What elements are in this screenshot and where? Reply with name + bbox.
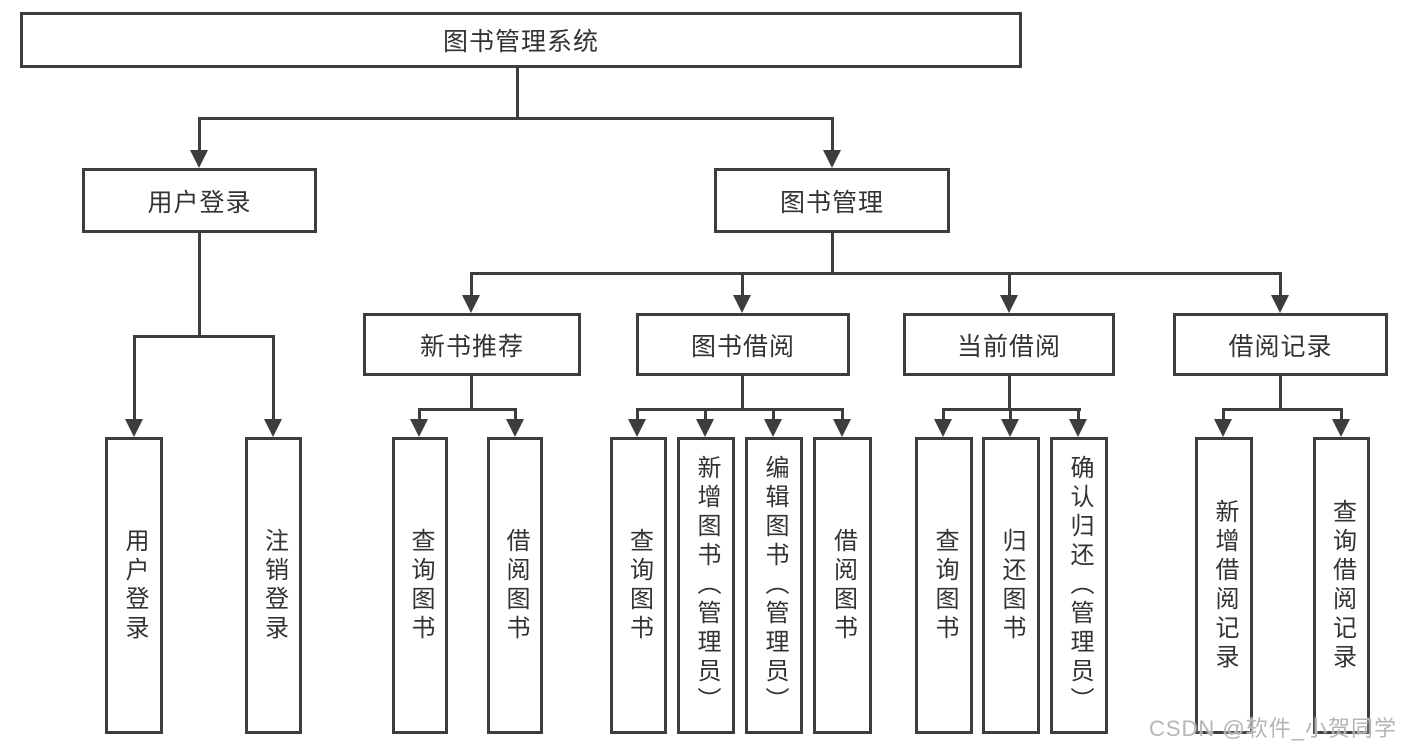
connector-borrow-query-drop: [636, 408, 639, 421]
connector-bookborrow-bar: [636, 408, 844, 411]
arrowhead-userlogin-icon: [190, 150, 208, 168]
leaf-rec-query-books: 查询图书: [392, 437, 448, 734]
arrowhead-borrowrecords-icon: [1271, 295, 1289, 313]
arrowhead-record-query-icon: [1332, 419, 1350, 437]
leaf-logout: 注销登录: [245, 437, 302, 734]
leaf-cur-confirm-return-admin: 确认归还（管理员）: [1050, 437, 1108, 734]
leaf-borrow-borrow-books: 借阅图书: [813, 437, 872, 734]
node-book-management: 图书管理: [714, 168, 950, 233]
node-user-login: 用户登录: [82, 168, 317, 233]
arrowhead-newbookrec-icon: [462, 295, 480, 313]
connector-cur-query-drop: [942, 408, 945, 421]
arrowhead-borrow-borrow-icon: [833, 419, 851, 437]
connector-bookmgmt-stem: [831, 233, 834, 275]
node-new-book-recommend: 新书推荐: [363, 313, 581, 376]
connector-logout-drop: [272, 335, 275, 421]
arrowhead-bookborrow-icon: [733, 295, 751, 313]
leaf-user-login: 用户登录: [105, 437, 163, 734]
connector-borrowrecords-bar: [1222, 408, 1343, 411]
node-book-borrowing: 图书借阅: [636, 313, 850, 376]
connector-userlogin-bar: [133, 335, 275, 338]
node-current-borrowing: 当前借阅: [903, 313, 1115, 376]
leaf-query-borrow-record: 查询借阅记录: [1313, 437, 1370, 734]
connector-bookborrow-stem: [741, 376, 744, 411]
connector-currentborrow-drop: [1008, 272, 1011, 297]
arrowhead-cur-return-icon: [1001, 419, 1019, 437]
connector-newbookrec-stem: [470, 376, 473, 411]
leaf-rec-borrow-books: 借阅图书: [487, 437, 543, 734]
arrowhead-login-icon: [125, 419, 143, 437]
connector-record-add-drop: [1222, 408, 1225, 421]
connector-currentborrow-stem: [1008, 376, 1011, 411]
arrowhead-currentborrow-icon: [1000, 295, 1018, 313]
leaf-borrow-add-books-admin: 新增图书（管理员）: [677, 437, 735, 734]
connector-bookborrow-drop: [741, 272, 744, 297]
arrowhead-record-add-icon: [1214, 419, 1232, 437]
connector-borrow-add-drop: [704, 408, 707, 421]
connector-newbookrec-drop: [470, 272, 473, 297]
connector-newbookrec-bar: [418, 408, 517, 411]
connector-rec-borrow-drop: [514, 408, 517, 421]
node-borrowing-records: 借阅记录: [1173, 313, 1388, 376]
connector-userlogin-drop: [198, 117, 201, 152]
arrowhead-cur-query-icon: [934, 419, 952, 437]
node-root-library-system: 图书管理系统: [20, 12, 1022, 68]
connector-level3-bar: [470, 272, 1282, 275]
arrowhead-borrow-add-icon: [696, 419, 714, 437]
leaf-add-borrow-record: 新增借阅记录: [1195, 437, 1253, 734]
arrowhead-borrow-query-icon: [628, 419, 646, 437]
connector-record-query-drop: [1340, 408, 1343, 421]
connector-rec-query-drop: [418, 408, 421, 421]
connector-userlogin-stem: [198, 233, 201, 338]
arrowhead-rec-borrow-icon: [506, 419, 524, 437]
connector-cur-confirm-drop: [1077, 408, 1080, 421]
arrowhead-cur-confirm-icon: [1069, 419, 1087, 437]
watermark-text: CSDN @软件_小贺同学: [1148, 716, 1397, 741]
leaf-borrow-query-books: 查询图书: [610, 437, 667, 734]
connector-login-drop: [133, 335, 136, 421]
connector-root-stem: [516, 68, 519, 120]
connector-borrow-edit-drop: [772, 408, 775, 421]
connector-bookmgmt-drop: [831, 117, 834, 152]
arrowhead-rec-query-icon: [410, 419, 428, 437]
connector-borrowrecords-drop: [1279, 272, 1282, 297]
connector-root-bar: [198, 117, 834, 120]
connector-borrow-borrow-drop: [841, 408, 844, 421]
arrowhead-borrow-edit-icon: [764, 419, 782, 437]
leaf-cur-query-books: 查询图书: [915, 437, 973, 734]
leaf-cur-return-books: 归还图书: [982, 437, 1040, 734]
arrowhead-bookmgmt-icon: [823, 150, 841, 168]
connector-cur-return-drop: [1009, 408, 1012, 421]
arrowhead-logout-icon: [264, 419, 282, 437]
leaf-borrow-edit-books-admin: 编辑图书（管理员）: [745, 437, 803, 734]
connector-borrowrecords-stem: [1279, 376, 1282, 411]
